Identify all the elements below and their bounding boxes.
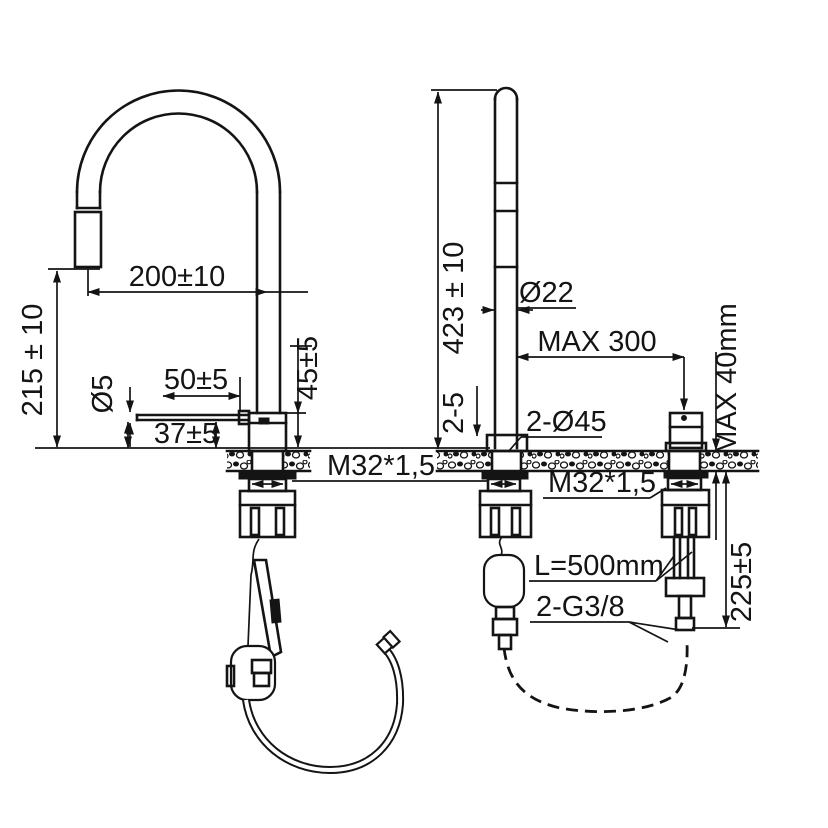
dim-body-height: 45±5 — [292, 336, 324, 400]
side-view-dimensions: 423 ± 10 Ø22 MAX 300 MAX 40mm 2-5 2-Ø45 … — [431, 89, 758, 643]
hose-end-fitting-front — [375, 629, 402, 656]
dim-remote-valve-distance: MAX 300 — [537, 326, 656, 358]
dim-inlet-connections: 2-G3/8 — [536, 591, 625, 623]
dim-lever-diameter: Ø5 — [87, 375, 119, 414]
dim-mounting-thread-front: M32*1,5 — [327, 450, 435, 482]
dim-total-height: 423 ± 10 — [438, 242, 470, 355]
front-view: 215 ± 10 200±10 Ø5 50±5 37±5 45±5 M32* — [17, 89, 490, 775]
dim-countertop-thickness: MAX 40mm — [711, 303, 743, 454]
dim-under-counter-clearance: 225±5 — [726, 542, 758, 622]
dim-mounting-holes: 2-Ø45 — [526, 406, 607, 438]
pullout-hose-front — [225, 538, 405, 775]
countertop-front — [225, 449, 312, 473]
valve-connection-hose — [502, 641, 689, 714]
dim-lever-length: 50±5 — [164, 364, 228, 396]
dim-deck-clearance: 2-5 — [438, 392, 470, 434]
spray-head — [73, 210, 103, 269]
front-view-dimensions: 215 ± 10 200±10 Ø5 50±5 37±5 45±5 M32* — [17, 261, 490, 488]
dim-hose-length: L=500mm — [534, 550, 664, 582]
mixer-body — [237, 409, 288, 453]
mounting-shank-side — [478, 470, 533, 651]
mounting-shank-front — [238, 470, 297, 539]
dim-spout-reach: 200±10 — [129, 261, 226, 293]
remote-valve — [660, 411, 711, 632]
dim-outlet-height: 215 ± 10 — [17, 304, 49, 417]
dim-mounting-thread-side: M32*1,5 — [548, 467, 656, 499]
counterweight-side — [482, 553, 526, 609]
side-view: 423 ± 10 Ø22 MAX 300 MAX 40mm 2-5 2-Ø45 … — [431, 86, 760, 714]
dim-lever-height: 37±5 — [154, 418, 218, 450]
joystick-lever — [135, 413, 251, 422]
dim-spout-tube-diameter: Ø22 — [519, 277, 574, 309]
spout-tube-side — [485, 86, 529, 453]
gooseneck-spout — [75, 89, 282, 415]
